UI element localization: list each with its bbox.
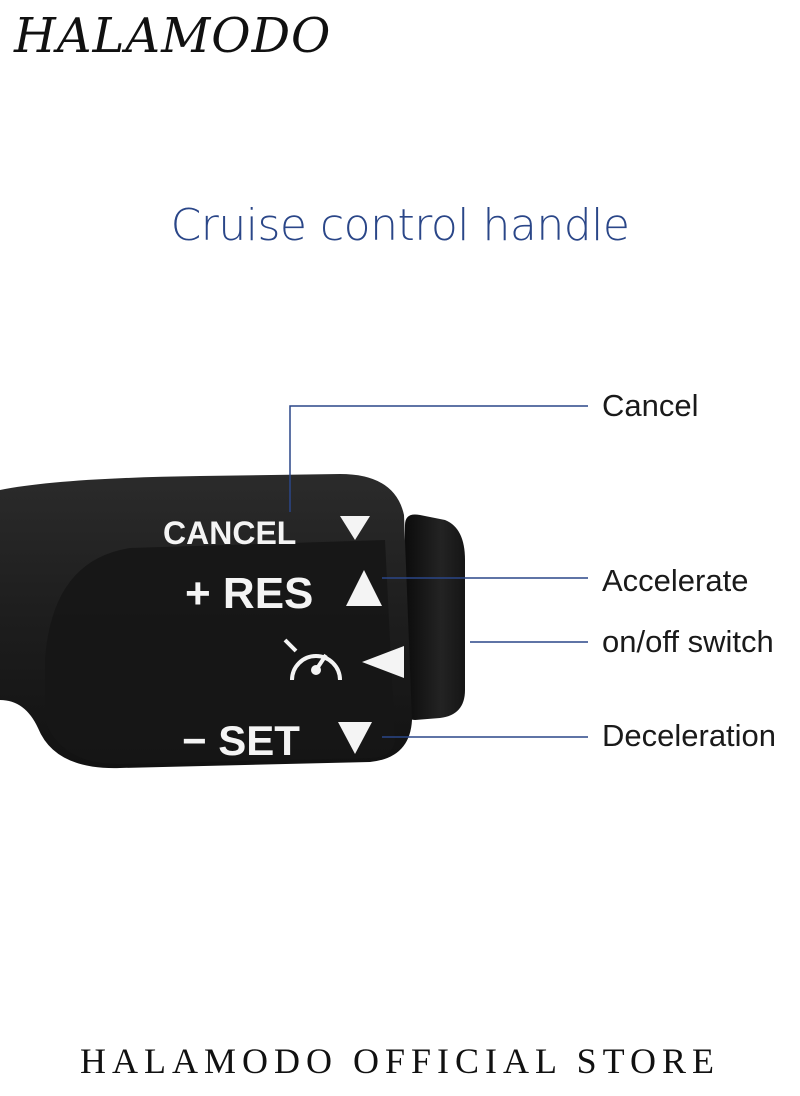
footer-store-name: HALAMODO OFFICIAL STORE [79,1041,721,1081]
page-title: Cruise control handle [170,200,630,251]
leader-line-cancel [289,405,588,512]
callout-deceleration: Deceleration [602,718,777,753]
brand-logo: HALAMODO [14,8,332,64]
callout-accelerate: Accelerate [602,563,749,598]
triangle-up-icon [346,570,382,606]
cancel-label: CANCEL [163,515,296,551]
handle-face [45,540,395,764]
cruise-speedometer-icon [283,638,342,681]
callout-onoff-switch: on/off switch [602,624,774,659]
triangle-left-icon [362,646,404,678]
triangle-down-icon [340,516,370,540]
handle-knob [405,514,465,720]
triangle-down-icon [338,722,372,754]
callout-cancel: Cancel [602,388,699,423]
set-label: − SET [182,717,300,764]
callout-leader-lines [289,405,588,738]
res-label: + RES [185,569,313,618]
